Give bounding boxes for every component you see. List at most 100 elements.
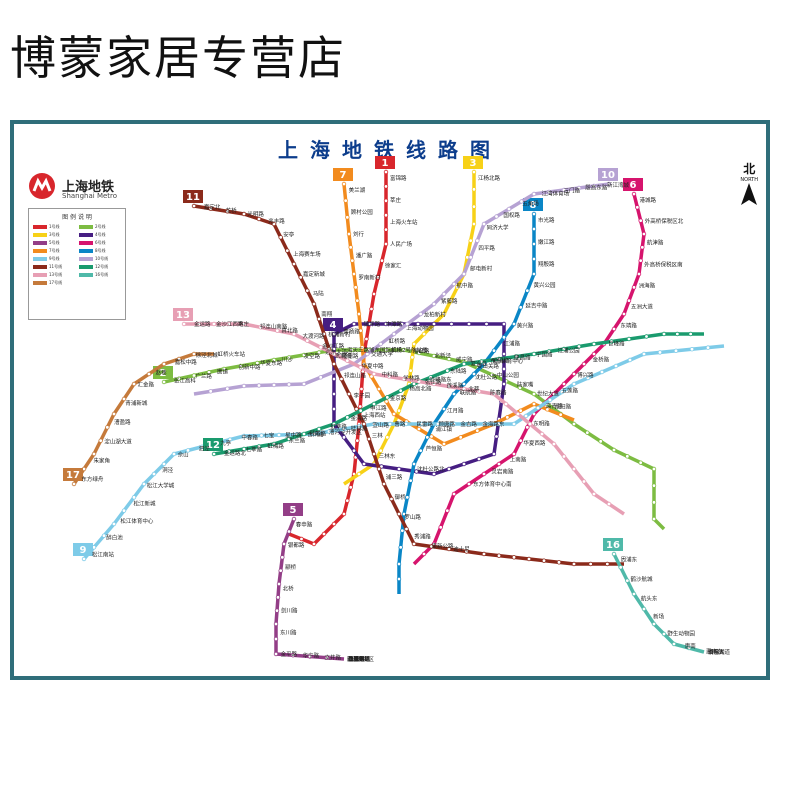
- station-label: 浦三路: [386, 473, 403, 481]
- station-dot: [399, 321, 405, 327]
- station-dot: [501, 321, 507, 327]
- station-dot: [401, 511, 407, 517]
- legend-item-line-4: 4号线: [79, 232, 121, 238]
- station-dot: [276, 432, 282, 438]
- station-dot: [271, 441, 277, 447]
- station-dot: [461, 271, 467, 277]
- station-dot: [411, 381, 417, 387]
- station-dot: [471, 187, 477, 192]
- station-dot: [350, 258, 355, 263]
- station-dot: [476, 389, 482, 394]
- station-dot: [371, 421, 377, 427]
- station-label: 安亭: [283, 231, 295, 239]
- station-label: 龙阳路: [555, 402, 572, 410]
- station-label: 虹桥火车站: [217, 350, 245, 358]
- station-label: 北新泾: [434, 351, 451, 359]
- station-label: 灵岩南路: [491, 468, 514, 476]
- station-dot: [359, 386, 364, 392]
- station-dot: [419, 421, 425, 427]
- station-dot: [638, 258, 643, 263]
- station-dot: [515, 411, 521, 417]
- station-dot: [421, 331, 427, 337]
- station-dot: [383, 198, 389, 203]
- station-dot: [441, 441, 447, 447]
- station-dot: [371, 371, 377, 377]
- line-badge-11: 11: [183, 190, 203, 203]
- station-label: 五角场: [522, 199, 539, 207]
- station-dot: [396, 576, 402, 582]
- station-dot: [384, 347, 389, 353]
- station-dot: [358, 408, 363, 413]
- station-dot: [546, 349, 552, 354]
- station-label: 张江高科: [174, 377, 197, 385]
- svg-text:7: 7: [340, 170, 347, 181]
- station-dot: [381, 481, 387, 487]
- legend-item-line-2: 2号线: [79, 224, 121, 230]
- station-label: 汇金路: [138, 381, 155, 389]
- legend-swatch: [79, 241, 93, 245]
- station-dot: [358, 365, 363, 370]
- station-label: 莘庄: [390, 196, 402, 204]
- metro-network: 123456789101112131617江杨北路富锦路美兰湖嘉定北花桥光明路兆…: [63, 156, 731, 663]
- station-dot: [326, 429, 332, 434]
- station-dot: [449, 321, 454, 327]
- station-dot: [378, 341, 383, 347]
- legend-swatch: [79, 233, 93, 237]
- station-dot: [351, 321, 357, 327]
- legend-item-line-17: 17号线: [33, 280, 75, 286]
- station-dot: [225, 209, 230, 214]
- station-dot: [501, 335, 507, 340]
- station-label: 金海路: [350, 414, 367, 422]
- legend-label: 8号线: [95, 248, 106, 253]
- station-dot: [286, 529, 292, 534]
- station-dot: [451, 281, 457, 287]
- station-dot: [581, 361, 587, 367]
- station-label: 富锦路: [390, 174, 407, 182]
- station-label: 松江大学城: [147, 482, 175, 490]
- station-label: 陆家嘴: [517, 380, 534, 388]
- station-dot: [286, 436, 292, 442]
- station-label: 潘广路: [356, 252, 373, 260]
- station-label: 金海路东: [482, 420, 505, 428]
- station-dot: [571, 421, 577, 427]
- station-label: 大渡河路: [302, 332, 325, 340]
- station-dot: [369, 306, 374, 312]
- station-label: 虹梅路: [267, 442, 284, 450]
- station-dot: [625, 454, 630, 459]
- station-label: 花桥: [226, 206, 238, 214]
- logo-name: 上海地铁: [62, 180, 115, 195]
- station-label: 西渡: [348, 655, 360, 663]
- station-dot: [331, 406, 337, 412]
- station-dot: [241, 433, 247, 439]
- station-dot: [275, 328, 280, 333]
- station-label: 合川路: [307, 430, 324, 438]
- legend-label: 11号线: [49, 264, 63, 269]
- station-label: 上南路: [510, 456, 527, 464]
- station-dot: [479, 359, 484, 364]
- station-label: 松江体育中心: [120, 517, 154, 525]
- legend-swatch: [33, 265, 47, 269]
- station-label: 国权路: [503, 211, 520, 219]
- station-dot: [341, 181, 347, 187]
- station-dot: [496, 356, 502, 362]
- station-dot: [644, 334, 649, 339]
- line-badge-3: 3: [463, 156, 483, 169]
- station-label: 上海火车站: [390, 218, 418, 226]
- station-label: 颛桥: [285, 563, 297, 571]
- station-dot: [611, 551, 617, 557]
- station-label: 南翔: [321, 310, 333, 318]
- station-dot: [341, 511, 347, 517]
- station-dot: [511, 451, 517, 457]
- station-label: 华夏东路: [260, 359, 283, 367]
- station-label: 曹路: [394, 420, 406, 428]
- station-label: 罗南新村: [358, 273, 381, 281]
- station-label: 威宁路: [456, 356, 473, 364]
- station-dot: [208, 389, 213, 394]
- station-dot: [416, 350, 422, 356]
- station-label: 洞泾: [162, 466, 174, 474]
- north-indicator: 北 NORTH: [740, 160, 758, 215]
- station-label: 顾唐路: [438, 420, 455, 428]
- station-dot: [367, 321, 373, 327]
- station-dot: [298, 275, 303, 280]
